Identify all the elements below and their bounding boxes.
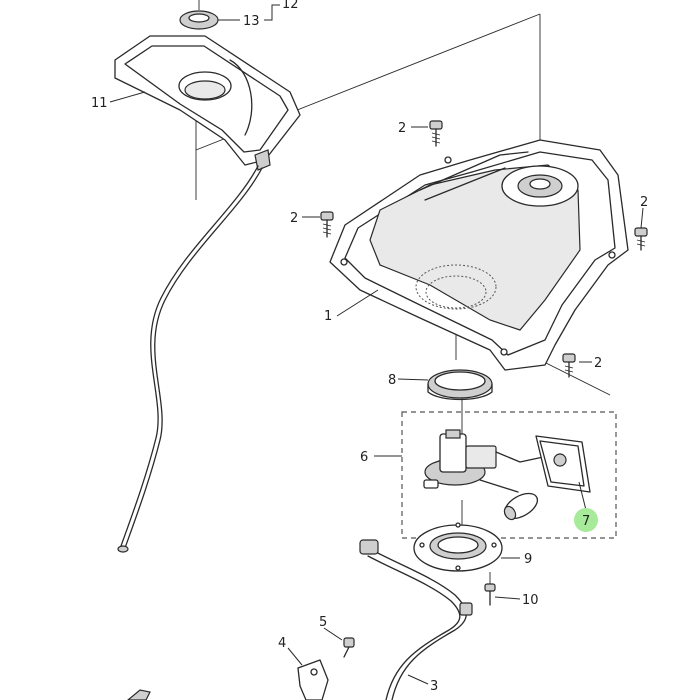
- label-3: 3: [430, 679, 438, 694]
- highlight-marker: [574, 508, 598, 532]
- label-5: 5: [319, 615, 327, 630]
- label-9: 9: [524, 552, 532, 567]
- bolt-lower: [562, 353, 576, 378]
- bolt-10: [484, 583, 496, 606]
- partial-bracket-bottom-left: [127, 689, 151, 700]
- fuel-gauge-plate: [535, 435, 591, 511]
- gasket-ring: [427, 369, 493, 401]
- leader-lines: [109, 4, 644, 685]
- label-2d: 2: [594, 356, 602, 371]
- bolt-5: [343, 637, 355, 658]
- label-8: 8: [388, 373, 396, 388]
- bolt-right: [634, 227, 648, 251]
- label-2b: 2: [290, 211, 298, 226]
- fuel-hose: [359, 539, 473, 700]
- bolt-left: [320, 211, 334, 238]
- part-labels: 12 13 11 2 2 2 2 1 8 6 7 9 10 5 4 3: [91, 0, 648, 694]
- label-2a: 2: [398, 121, 406, 136]
- label-10: 10: [522, 593, 539, 608]
- mounting-plate: [413, 522, 503, 572]
- filler-tray: [114, 35, 301, 171]
- label-13: 13: [243, 14, 260, 29]
- label-6: 6: [360, 450, 368, 465]
- label-1: 1: [324, 309, 332, 324]
- label-4: 4: [278, 636, 286, 651]
- drain-hose: [117, 165, 263, 553]
- pump-assembly-box: [401, 411, 617, 539]
- label-2c: 2: [640, 195, 648, 210]
- bolt-top: [429, 120, 443, 147]
- fuel-tank: [329, 139, 629, 371]
- grommet: [179, 0, 219, 30]
- fuel-pump: [423, 429, 549, 521]
- label-12: 12: [282, 0, 299, 12]
- label-11: 11: [91, 96, 108, 111]
- bracket: [297, 659, 329, 700]
- label-7: 7: [582, 514, 590, 529]
